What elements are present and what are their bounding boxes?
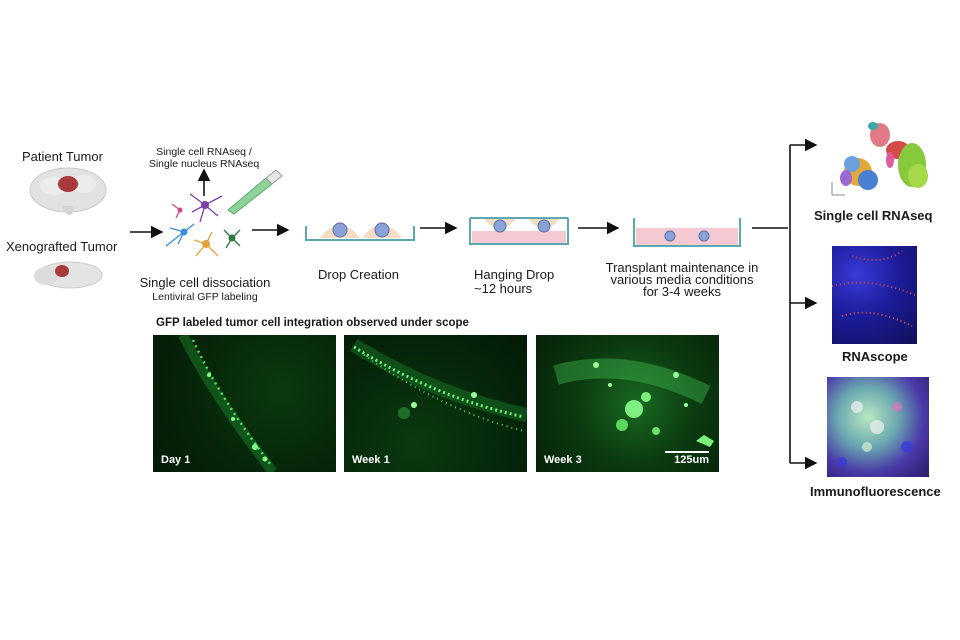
microscopy-panel-day1: Day 1 <box>153 335 336 472</box>
patient-brain-illustration <box>29 167 107 215</box>
dissociation-label: Single cell dissociation Lentiviral GFP … <box>139 275 271 304</box>
xenograft-brain-illustration <box>34 261 103 289</box>
panel-week3-label: Week 3 <box>544 454 582 466</box>
immunofluorescence-label: Immunofluorescence <box>810 484 941 499</box>
xenografted-tumor-label: Xenografted Tumor <box>6 239 118 254</box>
dissociated-cells-illustration <box>165 193 241 257</box>
gfp-cells-week3 <box>553 358 714 447</box>
immunofluorescence-image <box>827 377 929 477</box>
drop-creation-plate <box>305 222 415 241</box>
immunofluorescence-cells <box>837 401 913 467</box>
microscopy-panel-week3: Week 3 125um <box>536 335 719 472</box>
hanging-drop-label: Hanging Drop ~12 hours <box>474 267 555 296</box>
gfp-cells-week1 <box>350 339 527 432</box>
scale-bar-label: 125um <box>674 454 709 466</box>
drop-creation-label: Drop Creation <box>318 267 399 282</box>
scrnaseq-label: Single cell RNAseq <box>814 208 933 223</box>
scale-bar <box>665 451 709 453</box>
transplant-label: Transplant maintenance in various media … <box>605 260 759 299</box>
microscopy-panel-week1: Week 1 <box>344 335 527 472</box>
rnascope-label: RNAscope <box>842 349 908 364</box>
hanging-drop-plate <box>469 217 569 245</box>
microscopy-title: GFP labeled tumor cell integration obser… <box>156 317 469 329</box>
transplant-plate <box>633 218 741 247</box>
rnascope-image <box>832 246 917 344</box>
rnascope-dots <box>832 250 917 327</box>
pipette-icon <box>227 169 283 215</box>
gfp-cells-day1 <box>178 335 277 472</box>
panel-day1-label: Day 1 <box>161 454 191 466</box>
umap-plot <box>831 122 928 196</box>
rnaseq-label: Single cell RNAseq / Single nucleus RNAs… <box>148 146 260 170</box>
panel-week1-label: Week 1 <box>352 454 390 466</box>
patient-tumor-label: Patient Tumor <box>22 149 103 164</box>
